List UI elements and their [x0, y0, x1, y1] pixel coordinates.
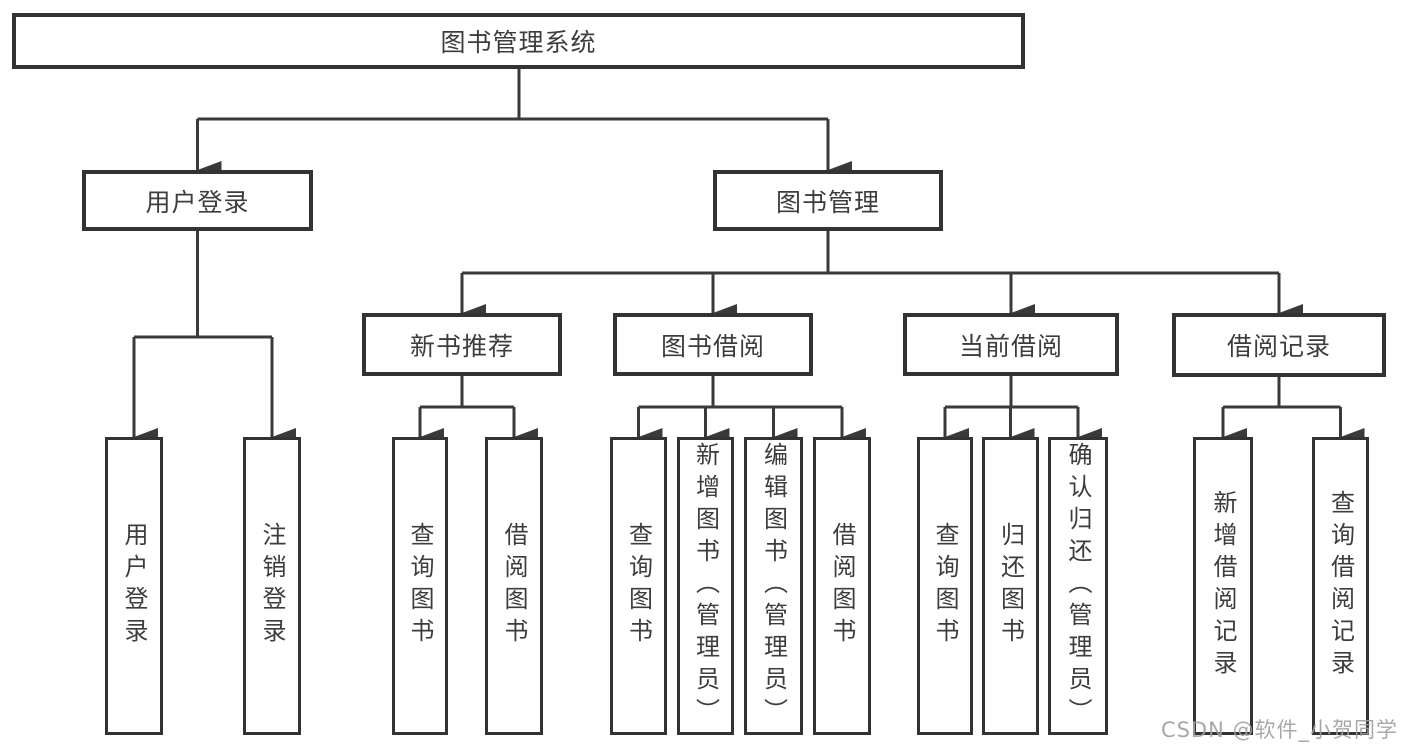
- node-leaf-return-book-label: 归还图书: [996, 522, 1025, 650]
- connector-newbookrec-trunk: [420, 376, 514, 409]
- csdn-watermark: CSDN @软件_小贺同学: [1160, 718, 1398, 742]
- node-borrow-records-label: 借阅记录: [1226, 332, 1331, 361]
- node-leaf-borrow-book-1-label: 借阅图书: [500, 522, 528, 650]
- node-leaf-user-login-label: 用户登录: [120, 522, 148, 650]
- node-leaf-query-book-2-label: 查询图书: [624, 522, 653, 650]
- node-leaf-query-book-1: 查询图书: [392, 437, 448, 735]
- connector-bookmgmt-trunk: [462, 230, 1279, 275]
- node-book-borrow-label: 图书借阅: [660, 331, 765, 361]
- node-root-label: 图书管理系统: [440, 28, 597, 57]
- node-leaf-add-borrow-record-label: 新增借阅记录: [1209, 490, 1237, 682]
- node-leaf-confirm-return-label: 确认归还（管理员）: [1064, 442, 1092, 730]
- node-root: 图书管理系统: [12, 13, 1025, 69]
- node-new-book-rec: 新书推荐: [362, 313, 562, 376]
- node-leaf-logout: 注销登录: [243, 437, 301, 735]
- node-book-mgmt: 图书管理: [713, 170, 943, 231]
- node-leaf-logout-label: 注销登录: [258, 522, 286, 650]
- connector-root-trunk: [197, 69, 828, 121]
- connector-borrowrecords-trunk: [1223, 377, 1341, 409]
- node-current-borrow: 当前借阅: [903, 313, 1119, 376]
- node-leaf-return-book: 归还图书: [982, 437, 1039, 735]
- node-user-login-label: 用户登录: [145, 187, 250, 217]
- node-leaf-borrow-book-1: 借阅图书: [485, 437, 543, 735]
- node-book-borrow: 图书借阅: [613, 313, 813, 376]
- node-new-book-rec-label: 新书推荐: [409, 331, 514, 361]
- node-borrow-records: 借阅记录: [1172, 313, 1386, 377]
- connector-currentborrow-trunk: [945, 375, 1078, 409]
- connector-bookborrow-trunk: [638, 376, 842, 409]
- node-leaf-confirm-return: 确认归还（管理员）: [1048, 437, 1108, 735]
- node-leaf-query-book-1-label: 查询图书: [406, 522, 434, 650]
- node-current-borrow-label: 当前借阅: [958, 331, 1063, 361]
- node-leaf-borrow-book-2-label: 借阅图书: [828, 522, 856, 650]
- connector-userlogin-trunk: [134, 230, 272, 339]
- node-leaf-borrow-book-2: 借阅图书: [813, 437, 871, 735]
- node-book-mgmt-label: 图书管理: [775, 187, 880, 217]
- node-leaf-user-login: 用户登录: [105, 437, 163, 735]
- node-leaf-query-borrow-record: 查询借阅记录: [1312, 437, 1369, 735]
- node-user-login: 用户登录: [82, 170, 313, 231]
- node-leaf-query-book-2: 查询图书: [610, 437, 667, 735]
- node-leaf-query-borrow-record-label: 查询借阅记录: [1326, 490, 1355, 682]
- node-leaf-edit-book: 编辑图书（管理员）: [744, 437, 803, 735]
- node-leaf-query-book-3: 查询图书: [917, 437, 973, 735]
- node-leaf-add-book: 新增图书（管理员）: [677, 437, 734, 735]
- node-leaf-add-book-label: 新增图书（管理员）: [691, 442, 720, 730]
- node-leaf-query-book-3-label: 查询图书: [931, 522, 959, 650]
- node-leaf-edit-book-label: 编辑图书（管理员）: [759, 442, 788, 730]
- node-leaf-add-borrow-record: 新增借阅记录: [1193, 437, 1253, 735]
